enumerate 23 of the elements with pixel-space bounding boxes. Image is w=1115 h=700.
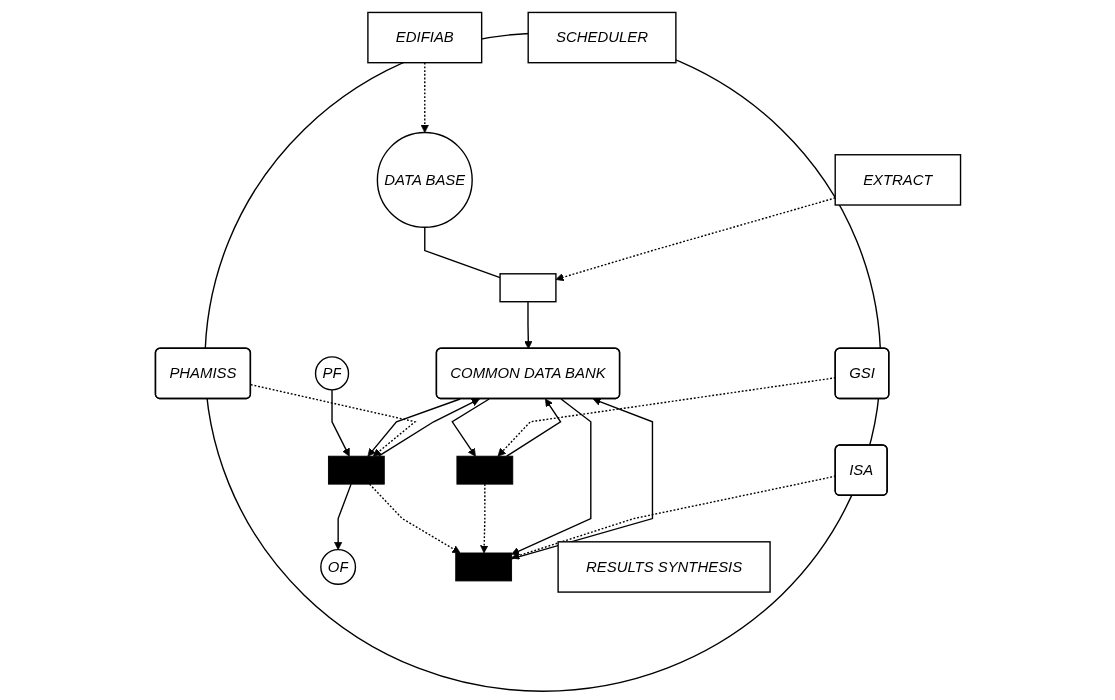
node-box: [498, 273, 557, 303]
node-bar: [454, 552, 512, 582]
node-bar: [327, 455, 385, 485]
arrow: [377, 398, 480, 457]
arrow: [420, 62, 429, 133]
node-circle: DATA BASE: [376, 131, 473, 228]
arrow: [510, 397, 653, 560]
arrow: [367, 398, 461, 457]
arrow: [505, 398, 562, 457]
node-box: EXTRACT: [834, 154, 961, 206]
node-box: SCHEDULER: [527, 11, 677, 64]
node-bar: [455, 455, 513, 485]
arrow: [249, 384, 417, 457]
arrow: [450, 398, 490, 457]
arrow: [330, 389, 350, 457]
node-circle: OF: [319, 548, 356, 585]
arrow: [368, 483, 461, 554]
arrow: [510, 398, 591, 556]
node-circle: PF: [314, 356, 349, 391]
arrow: [333, 483, 352, 550]
arrow: [523, 301, 532, 350]
node-box: RESULTS SYNTHESIS: [556, 541, 771, 593]
node-box: EDIFIAB: [366, 11, 482, 64]
